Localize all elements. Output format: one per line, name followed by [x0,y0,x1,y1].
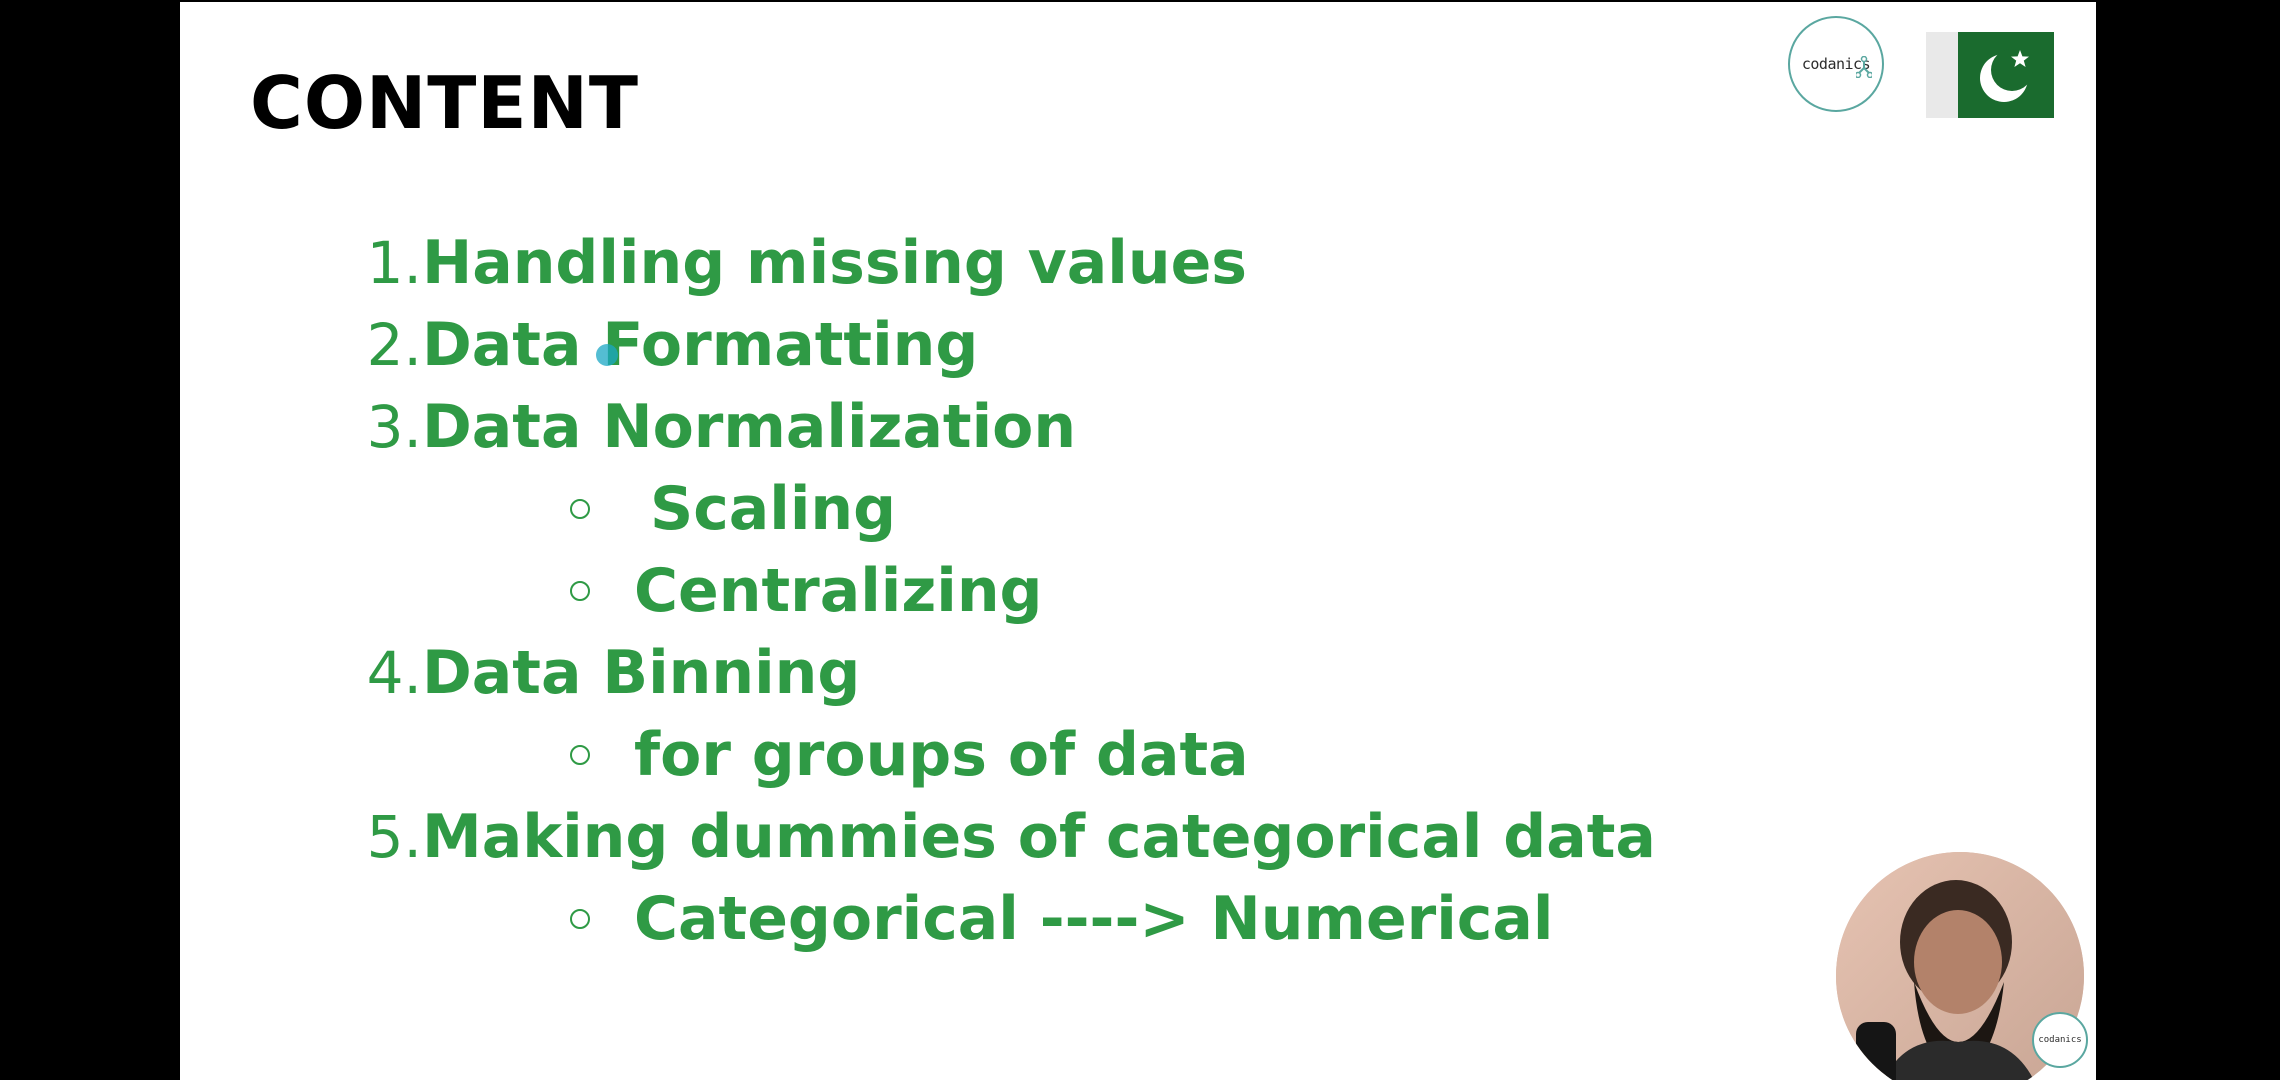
codanics-logo-icon: codanics [1788,16,1884,112]
hollow-circle-bullet-icon [570,745,590,765]
sublist-item: Categorical ----> Numerical [330,878,1890,960]
sublist-item-text: Categorical ----> Numerical [634,884,1554,954]
sublist-item: for groups of data [330,714,1890,796]
list-number: 2. [366,311,422,379]
pakistan-flag-icon [1926,32,2054,118]
sublist-item-text: for groups of data [634,720,1249,790]
sublist-item: Scaling [330,468,1890,550]
list-item-4: 4. Data Binning [330,632,1890,714]
slide-title: CONTENT [250,61,639,145]
content-list: 1. Handling missing values 2. Data Forma… [330,222,1890,960]
list-item-text: Handling missing values [422,228,1247,298]
list-number: 4. [366,639,422,707]
list-item-3: 3. Data Normalization [330,386,1890,468]
list-item-1: 1. Handling missing values [330,222,1890,304]
list-number: 1. [366,229,422,297]
list-item-text: Data Formatting [422,310,979,380]
webcam-logo-text: codanics [2038,1035,2082,1045]
list-item-text: Data Binning [422,638,861,708]
hollow-circle-bullet-icon [570,581,590,601]
list-item-2: 2. Data Formatting [330,304,1890,386]
list-item-text: Making dummies of categorical data [422,802,1656,872]
list-item-text: Data Normalization [422,392,1077,462]
sublist-item-text: Scaling [650,474,897,544]
flag-white-band [1926,32,1958,118]
molecule-icon [1856,56,1872,78]
list-number: 5. [366,803,422,871]
logo-text: codanics [1801,55,1871,73]
crescent-star-icon [1980,49,2033,102]
list-number: 3. [366,393,422,461]
codanics-webcam-logo-icon: codanics [2032,1012,2088,1068]
list-item-5: 5. Making dummies of categorical data [330,796,1890,878]
sublist-item: Centralizing [330,550,1890,632]
hollow-circle-bullet-icon [570,499,590,519]
pointer-cursor-icon [596,344,618,366]
flag-green-field [1958,32,2054,118]
sublist-item-text: Centralizing [634,556,1043,626]
presentation-slide: CONTENT codanics [180,2,2096,1080]
hollow-circle-bullet-icon [570,909,590,929]
